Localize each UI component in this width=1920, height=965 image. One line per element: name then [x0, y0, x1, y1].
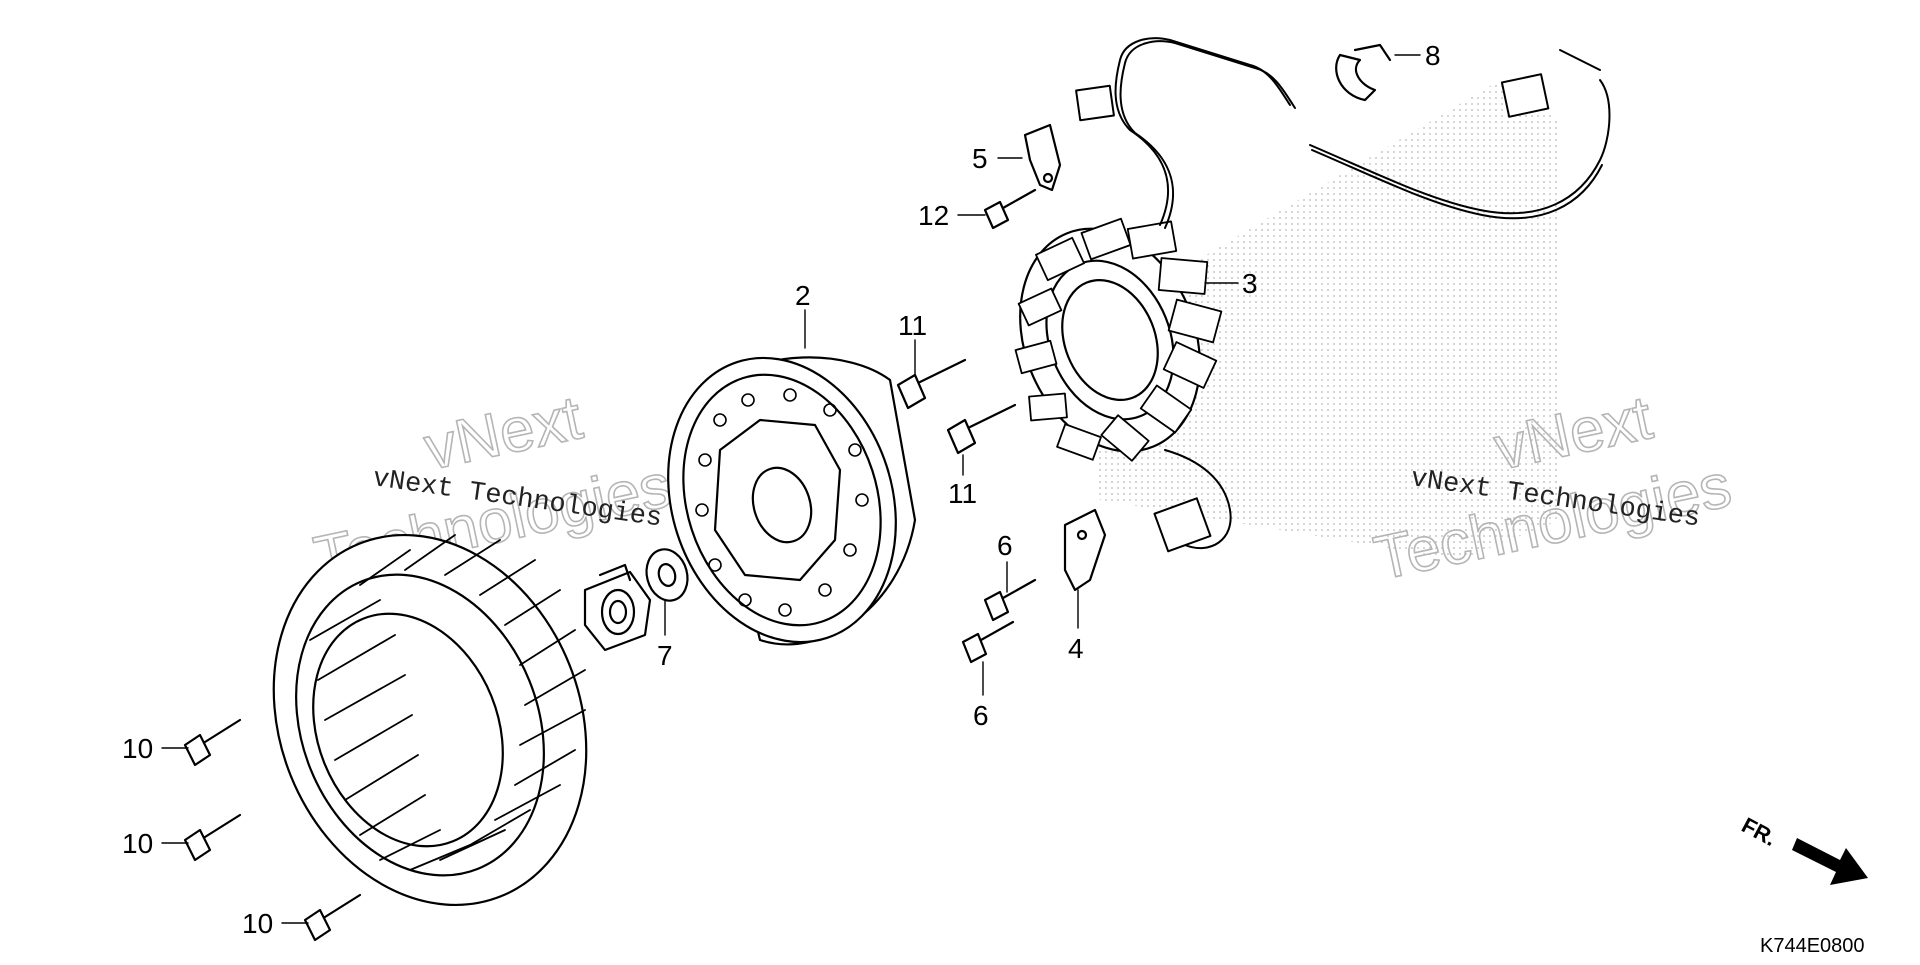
bolt-6-a	[983, 578, 1037, 622]
stator	[1014, 217, 1223, 462]
diagram-code: K744E0800	[1760, 935, 1865, 957]
bolt-10-a	[183, 718, 242, 767]
callout-10-c: 10	[242, 908, 273, 939]
wire-guide-bracket	[1063, 508, 1107, 592]
bolt-6-b	[961, 620, 1015, 664]
fr-arrow-icon	[1792, 838, 1868, 885]
callout-8: 8	[1425, 40, 1441, 71]
bolt-10-c	[303, 893, 362, 942]
flange-nut	[583, 563, 652, 652]
bolt-11-a	[896, 358, 967, 410]
cooling-fan	[272, 533, 588, 907]
callout-2: 2	[795, 280, 811, 311]
leader-lines	[161, 54, 1421, 924]
washer	[645, 548, 689, 602]
callout-11-bottom: 11	[948, 478, 977, 509]
svg-text:vNext: vNext	[419, 383, 588, 483]
callout-10-a: 10	[122, 733, 153, 764]
callout-6-top: 6	[997, 530, 1013, 561]
callout-4: 4	[1068, 633, 1084, 664]
wire-clamp	[1335, 43, 1392, 102]
wire-harness	[1075, 37, 1611, 553]
bolt-12	[983, 188, 1037, 230]
fr-label: FR.	[1738, 812, 1781, 851]
flywheel	[667, 356, 917, 646]
front-direction-indicator: FR.	[1738, 812, 1868, 885]
bolt-11-b	[946, 403, 1017, 455]
callout-11-top: 11	[898, 310, 927, 341]
bolt-10-b	[183, 813, 242, 862]
bolts	[183, 188, 1037, 942]
pulse-bracket	[1023, 123, 1062, 192]
callout-labels: 2 3 4 5 6 6 7 8 10 10 10 11 11 12	[122, 40, 1441, 939]
callout-3: 3	[1242, 268, 1258, 299]
callout-12: 12	[918, 200, 949, 231]
callout-7: 7	[657, 640, 673, 671]
callout-6-bottom: 6	[973, 700, 989, 731]
callout-5: 5	[972, 143, 988, 174]
callout-10-b: 10	[122, 828, 153, 859]
